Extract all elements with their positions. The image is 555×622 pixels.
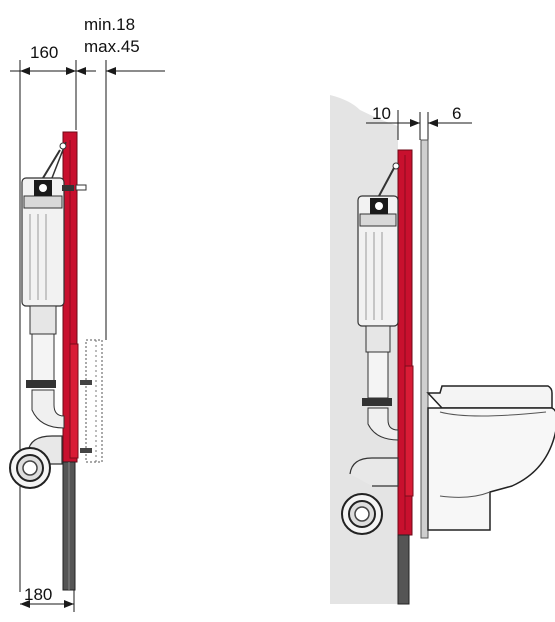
left-frame-view: 160 min.18 max.45 [9,15,165,612]
wall-board [420,139,429,539]
flush-pipe [26,305,65,429]
waste-pipe [9,435,63,489]
depth-bottom-label: 180 [24,585,52,604]
dimension-180: 180 [20,585,75,612]
dimension-gap: min.18 max.45 [76,15,165,340]
depth-top-label: 160 [30,43,58,62]
gap-max-label: max.45 [84,37,140,56]
dimension-160: 160 [10,43,77,592]
gap-min-label: min.18 [84,15,135,34]
cistern [21,141,87,307]
board-thickness-label: 6 [452,104,461,123]
right-installed-view: 10 6 [330,95,555,605]
wall-offset-label: 10 [372,104,391,123]
wall-hung-toilet [426,385,555,531]
dimension-10-6: 10 6 [366,104,472,140]
frame-foot-installed [397,534,410,605]
flush-pipe-installed [362,325,399,441]
waste-pipe-installed [341,457,399,535]
cistern-installed [357,162,400,327]
